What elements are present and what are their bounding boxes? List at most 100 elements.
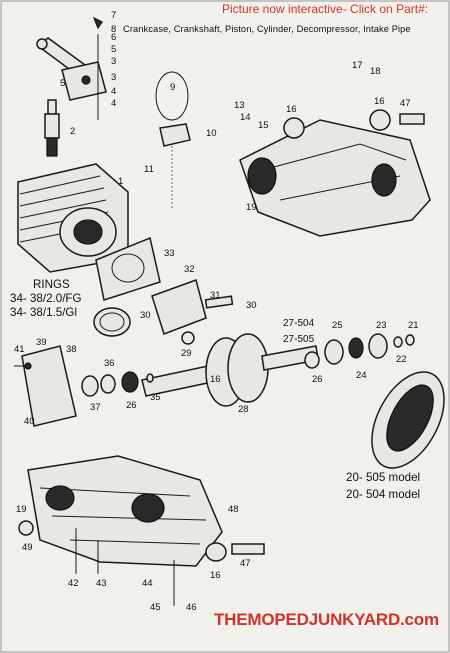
part-number-1[interactable]: 1 — [118, 176, 123, 187]
part-number-19[interactable]: 19 — [246, 202, 257, 213]
part-number-40[interactable]: 40 — [24, 416, 35, 427]
part-number-35[interactable]: 35 — [150, 392, 161, 403]
part-number-6[interactable]: 6 — [111, 32, 116, 43]
crankshaft-505-label[interactable]: 27-505 — [283, 334, 315, 345]
part-number-36[interactable]: 36 — [104, 358, 115, 369]
part-number-17[interactable]: 17 — [352, 60, 363, 71]
part-number-31[interactable]: 31 — [210, 290, 221, 301]
part-number-30[interactable]: 30 — [140, 310, 151, 321]
part-number-24[interactable]: 24 — [356, 370, 367, 381]
circlip-21 — [405, 334, 415, 346]
bearing-37 — [81, 375, 99, 397]
part-number-38[interactable]: 38 — [66, 344, 77, 355]
part-number-42[interactable]: 42 — [68, 578, 79, 589]
part-number-30[interactable]: 30 — [246, 300, 257, 311]
part-number-3[interactable]: 3 — [111, 72, 116, 83]
right-bearing-stack — [304, 333, 415, 369]
part-number-8[interactable]: 8 — [111, 24, 116, 35]
wrist-pin — [204, 295, 234, 309]
part-number-13[interactable]: 13 — [234, 100, 245, 111]
crankcase-shell — [239, 119, 431, 237]
cover-505-label[interactable]: 20- 505 model — [346, 471, 421, 484]
part-number-23[interactable]: 23 — [376, 320, 387, 331]
decompressor-cable — [155, 71, 191, 210]
pin-47-lower — [231, 543, 265, 555]
bushing-16-lower — [205, 542, 227, 562]
seal-26-right — [304, 351, 320, 369]
part-number-16[interactable]: 16 — [286, 104, 297, 115]
part-number-39[interactable]: 39 — [36, 337, 47, 348]
stud-lines — [75, 528, 175, 606]
piston — [151, 279, 207, 335]
pin-47-upper — [399, 113, 425, 125]
part-number-29[interactable]: 29 — [181, 348, 192, 359]
circlip-35 — [146, 373, 154, 383]
part-number-49[interactable]: 49 — [22, 542, 33, 553]
piston-ring-inner — [99, 312, 125, 332]
part-number-32[interactable]: 32 — [184, 264, 195, 275]
part-number-2[interactable]: 2 — [70, 126, 75, 137]
piston-ring — [93, 307, 131, 337]
part-number-41[interactable]: 41 — [14, 344, 25, 355]
part-number-44[interactable]: 44 — [142, 578, 153, 589]
crankshaft-504-label[interactable]: 27-504 — [283, 318, 315, 329]
plug-insulator — [44, 113, 60, 139]
diagram-subtitle: Crankcase, Crankshaft, Piston, Cylinder,… — [123, 24, 411, 34]
part-number-18[interactable]: 18 — [370, 66, 381, 77]
part-number-5[interactable]: 5 — [60, 78, 65, 89]
part-number-16[interactable]: 16 — [210, 570, 221, 581]
seal-24 — [348, 337, 364, 359]
part-number-3[interactable]: 3 — [111, 56, 116, 67]
part-number-16[interactable]: 16 — [210, 374, 221, 385]
part-number-14[interactable]: 14 — [240, 112, 251, 123]
left-side-cover — [14, 345, 77, 427]
part-number-26[interactable]: 26 — [312, 374, 323, 385]
cover-504-label[interactable]: 20- 504 model — [346, 488, 421, 501]
part-number-47[interactable]: 47 — [240, 558, 251, 569]
part-number-46[interactable]: 46 — [186, 602, 197, 613]
bearing-26-left — [121, 371, 139, 393]
part-number-47[interactable]: 47 — [400, 98, 411, 109]
part-number-43[interactable]: 43 — [96, 578, 107, 589]
spark-plug — [44, 99, 60, 157]
site-brand[interactable]: THEMOPEDJUNKYARD.com — [214, 610, 439, 629]
part-number-10[interactable]: 10 — [206, 128, 217, 139]
bushing-16-right — [369, 109, 391, 131]
part-number-21[interactable]: 21 — [408, 320, 419, 331]
part-number-9[interactable]: 9 — [170, 82, 175, 93]
part-number-37[interactable]: 37 — [90, 402, 101, 413]
small-end-bearing — [181, 331, 195, 345]
part-number-5[interactable]: 5 — [111, 44, 116, 55]
part-number-28[interactable]: 28 — [238, 404, 249, 415]
lower-bore-left — [45, 485, 75, 511]
intake-bore — [81, 75, 91, 85]
crank-bore-right — [371, 163, 397, 197]
decompressor-assembly — [36, 16, 107, 120]
part-number-4[interactable]: 4 — [111, 86, 116, 97]
interactive-notice: Picture now interactive- Click on Part#: — [222, 2, 429, 16]
part-number-15[interactable]: 15 — [258, 120, 269, 131]
crankcase-lower-shell — [27, 455, 223, 567]
rings-spec-gl[interactable]: 34- 38/1.5/Gl — [10, 306, 78, 319]
part-number-4[interactable]: 4 — [111, 98, 116, 109]
crank-bore-left — [247, 157, 277, 195]
part-number-22[interactable]: 22 — [396, 354, 407, 365]
seal-36 — [100, 374, 116, 394]
part-number-25[interactable]: 25 — [332, 320, 343, 331]
cable-fitting — [159, 123, 191, 147]
part-number-16[interactable]: 16 — [374, 96, 385, 107]
cable-loop — [155, 71, 189, 121]
cooling-fins — [19, 175, 111, 243]
part-number-45[interactable]: 45 — [150, 602, 161, 613]
part-number-26[interactable]: 26 — [126, 400, 137, 411]
gasket-hole — [111, 253, 145, 283]
crankcase-lower — [18, 455, 265, 606]
part-number-19[interactable]: 19 — [16, 504, 27, 515]
part-number-33[interactable]: 33 — [164, 248, 175, 259]
part-number-48[interactable]: 48 — [228, 504, 239, 515]
rings-spec-fg[interactable]: 34- 38/2.0/FG — [10, 292, 82, 305]
part-number-7[interactable]: 7 — [111, 10, 116, 21]
part-number-11[interactable]: 11 — [144, 164, 154, 175]
